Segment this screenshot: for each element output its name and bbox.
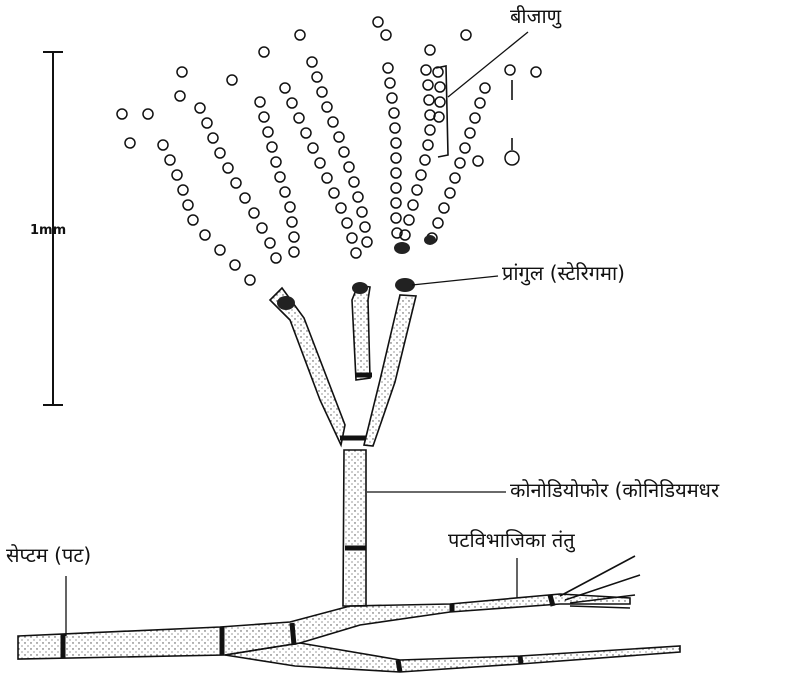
conidiophore (270, 285, 416, 606)
label-septate-hypha: पटविभाजिका तंतु (448, 530, 575, 550)
spore-chain-1 (158, 140, 255, 285)
spore-chains (158, 57, 490, 285)
leader-spores (448, 32, 528, 97)
spore-chain-6 (383, 63, 402, 238)
free-spores (117, 17, 541, 166)
label-sterigma: प्रांगुल (स्टेरिगमा) (502, 263, 625, 283)
spore-chain-7 (400, 65, 435, 240)
label-spores: बीजाणु (510, 6, 561, 26)
spore-chain-9 (433, 67, 445, 122)
leader-sterigma (412, 276, 498, 285)
label-septum: सेप्टम (पट) (6, 545, 91, 565)
label-conidiophore: कोनोडियोफोर (कोनिडियमधर (510, 480, 719, 500)
scale-label: 1mm (30, 224, 66, 237)
spore-bracket (436, 66, 512, 157)
spore-chain-8 (427, 83, 490, 243)
